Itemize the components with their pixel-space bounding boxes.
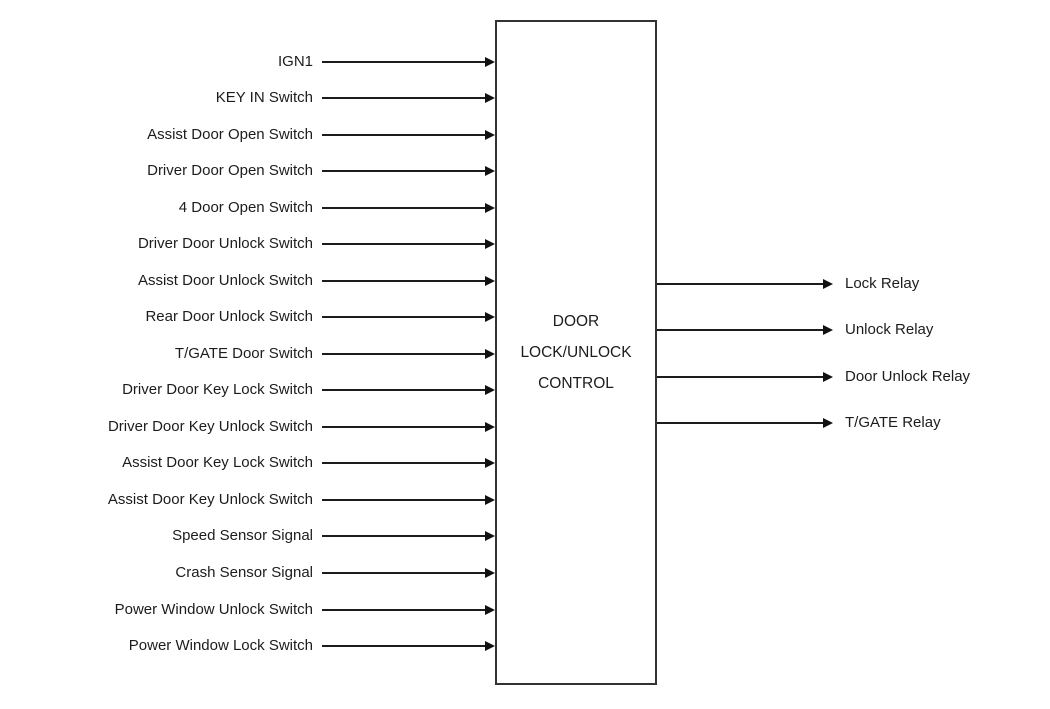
output-row-unlock-relay: Unlock Relay [657,320,1050,340]
input-signal-label: T/GATE Door Switch [174,345,313,362]
arrowhead-right-icon [485,130,495,140]
door-lock-unlock-control-block: DOOR LOCK/UNLOCK CONTROL [495,20,657,685]
input-row-power-window-lock-switch: Power Window Lock Switch [0,636,495,656]
output-signal-label: T/GATE Relay [845,414,941,431]
input-signal-label: KEY IN Switch [215,89,313,106]
input-signal-label: Speed Sensor Signal [172,527,313,544]
connector-line [322,645,486,647]
input-signal-label: Assist Door Unlock Switch [137,272,313,289]
arrowhead-right-icon [823,279,833,289]
arrowhead-right-icon [823,372,833,382]
arrowhead-right-icon [485,605,495,615]
input-row-power-window-unlock-switch: Power Window Unlock Switch [0,600,495,620]
input-signal-label: Driver Door Unlock Switch [137,235,313,252]
connector-line [322,572,486,574]
connector-line [322,535,486,537]
arrowhead-right-icon [485,568,495,578]
connector-line [322,280,486,282]
connector-line [657,376,823,378]
connector-line [322,207,486,209]
arrowhead-right-icon [485,495,495,505]
output-signal-label: Unlock Relay [845,321,934,338]
arrowhead-right-icon [823,325,833,335]
connector-line [657,329,823,331]
arrowhead-right-icon [485,531,495,541]
output-row-lock-relay: Lock Relay [657,274,1050,294]
input-signal-label: Assist Door Key Lock Switch [122,454,313,471]
connector-line [657,422,823,424]
input-signal-label: Rear Door Unlock Switch [145,308,313,325]
input-row-rear-door-unlock-switch: Rear Door Unlock Switch [0,307,495,327]
arrowhead-right-icon [485,166,495,176]
input-row-assist-door-key-unlock-switch: Assist Door Key Unlock Switch [0,490,495,510]
arrowhead-right-icon [485,458,495,468]
input-signal-label: Assist Door Open Switch [147,126,313,143]
connector-line [322,170,486,172]
input-signal-label: IGN1 [277,53,313,70]
input-row-driver-door-key-lock-switch: Driver Door Key Lock Switch [0,380,495,400]
input-row-driver-door-unlock-switch: Driver Door Unlock Switch [0,234,495,254]
arrowhead-right-icon [485,276,495,286]
input-row-assist-door-unlock-switch: Assist Door Unlock Switch [0,271,495,291]
arrowhead-right-icon [485,239,495,249]
connector-line [322,134,486,136]
input-signal-label: 4 Door Open Switch [178,199,313,216]
input-row-driver-door-open-switch: Driver Door Open Switch [0,161,495,181]
connector-line [322,389,486,391]
input-signal-label: Driver Door Key Unlock Switch [107,418,313,435]
connector-line [322,426,486,428]
connector-line [322,609,486,611]
connector-line [322,61,486,63]
control-block-title-line: LOCK/UNLOCK [520,344,632,361]
arrowhead-right-icon [485,57,495,67]
input-row-assist-door-key-lock-switch: Assist Door Key Lock Switch [0,453,495,473]
input-row-ign1: IGN1 [0,52,495,72]
arrowhead-right-icon [485,641,495,651]
input-row-speed-sensor-signal: Speed Sensor Signal [0,526,495,546]
input-signal-label: Power Window Lock Switch [128,637,313,654]
input-signal-label: Power Window Unlock Switch [114,601,313,618]
input-row-crash-sensor-signal: Crash Sensor Signal [0,563,495,583]
input-row-assist-door-open-switch: Assist Door Open Switch [0,125,495,145]
connector-line [322,97,486,99]
output-signal-label: Door Unlock Relay [845,368,971,385]
output-row-tgate-relay: T/GATE Relay [657,413,1050,433]
arrowhead-right-icon [485,385,495,395]
arrowhead-right-icon [485,312,495,322]
connector-line [322,353,486,355]
input-signal-label: Driver Door Open Switch [147,162,313,179]
connector-line [322,462,486,464]
input-signal-label: Crash Sensor Signal [175,564,313,581]
output-signal-label: Lock Relay [845,275,920,292]
input-signal-label: Assist Door Key Unlock Switch [107,491,313,508]
connector-line [657,283,823,285]
input-row-driver-door-key-unlock-switch: Driver Door Key Unlock Switch [0,417,495,437]
input-signal-label: Driver Door Key Lock Switch [122,381,313,398]
connector-line [322,243,486,245]
control-block-title-line: CONTROL [538,375,614,392]
input-row-4-door-open-switch: 4 Door Open Switch [0,198,495,218]
arrowhead-right-icon [485,349,495,359]
output-row-door-unlock-relay: Door Unlock Relay [657,367,1050,387]
input-row-tgate-door-switch: T/GATE Door Switch [0,344,495,364]
input-row-key-in-switch: KEY IN Switch [0,88,495,108]
connector-line [322,499,486,501]
connector-line [322,316,486,318]
control-block-title-line: DOOR [552,313,600,330]
arrowhead-right-icon [485,93,495,103]
arrowhead-right-icon [485,203,495,213]
arrowhead-right-icon [823,418,833,428]
arrowhead-right-icon [485,422,495,432]
